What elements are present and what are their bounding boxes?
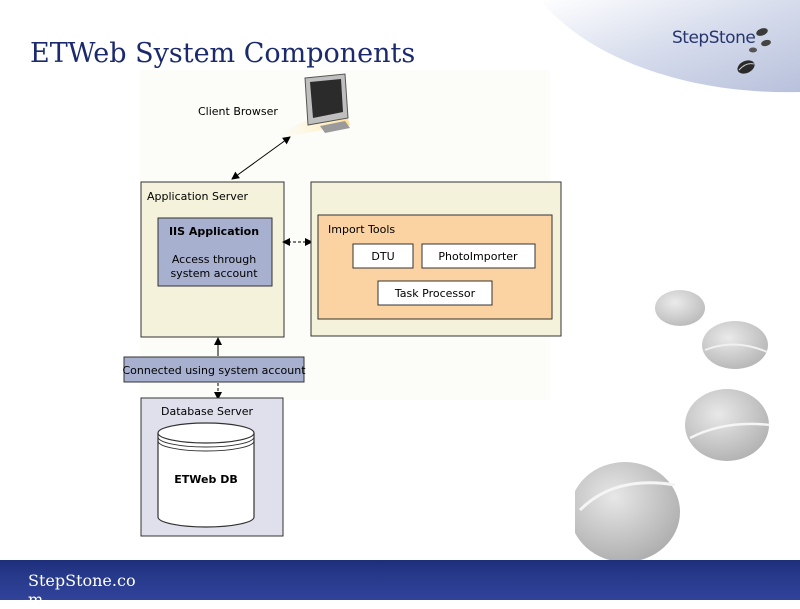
decorative-stones-image: [575, 290, 771, 560]
connection-label: Connected using system account: [122, 364, 306, 377]
application-server-label: Application Server: [147, 190, 249, 203]
database-label: ETWeb DB: [174, 473, 237, 486]
task-processor-box: [377, 280, 493, 306]
stepstone-logo: StepStone: [672, 28, 756, 48]
monitor-icon: [278, 73, 350, 138]
photo-importer-box: [421, 243, 536, 269]
dtu-box: [352, 243, 414, 269]
database-cylinder-icon: [157, 422, 255, 528]
footer-bar: [0, 560, 800, 600]
photo-importer-label: PhotoImporter: [438, 250, 518, 263]
iis-description-line2: system account: [170, 267, 258, 280]
dtu-label: DTU: [371, 250, 394, 263]
iis-application-box: [157, 217, 273, 287]
logo-stones-icon: [737, 28, 771, 74]
iis-description-line1: Access through: [172, 253, 256, 266]
task-processor-label: Task Processor: [394, 287, 476, 300]
iis-application-title: IIS Application: [169, 225, 259, 238]
browser-app-arrow: [231, 136, 291, 180]
system-diagram: Client Browser Application Server IIS Ap…: [122, 73, 562, 537]
connection-label-box: [123, 356, 305, 383]
slide-title: ETWeb System Components: [30, 38, 416, 69]
database-server-label: Database Server: [161, 405, 254, 418]
import-tools-label: Import Tools: [328, 223, 395, 236]
client-browser-label: Client Browser: [198, 105, 278, 118]
footer-website: StepStone.com: [28, 571, 136, 609]
corner-swoosh-decoration: [540, 0, 800, 93]
